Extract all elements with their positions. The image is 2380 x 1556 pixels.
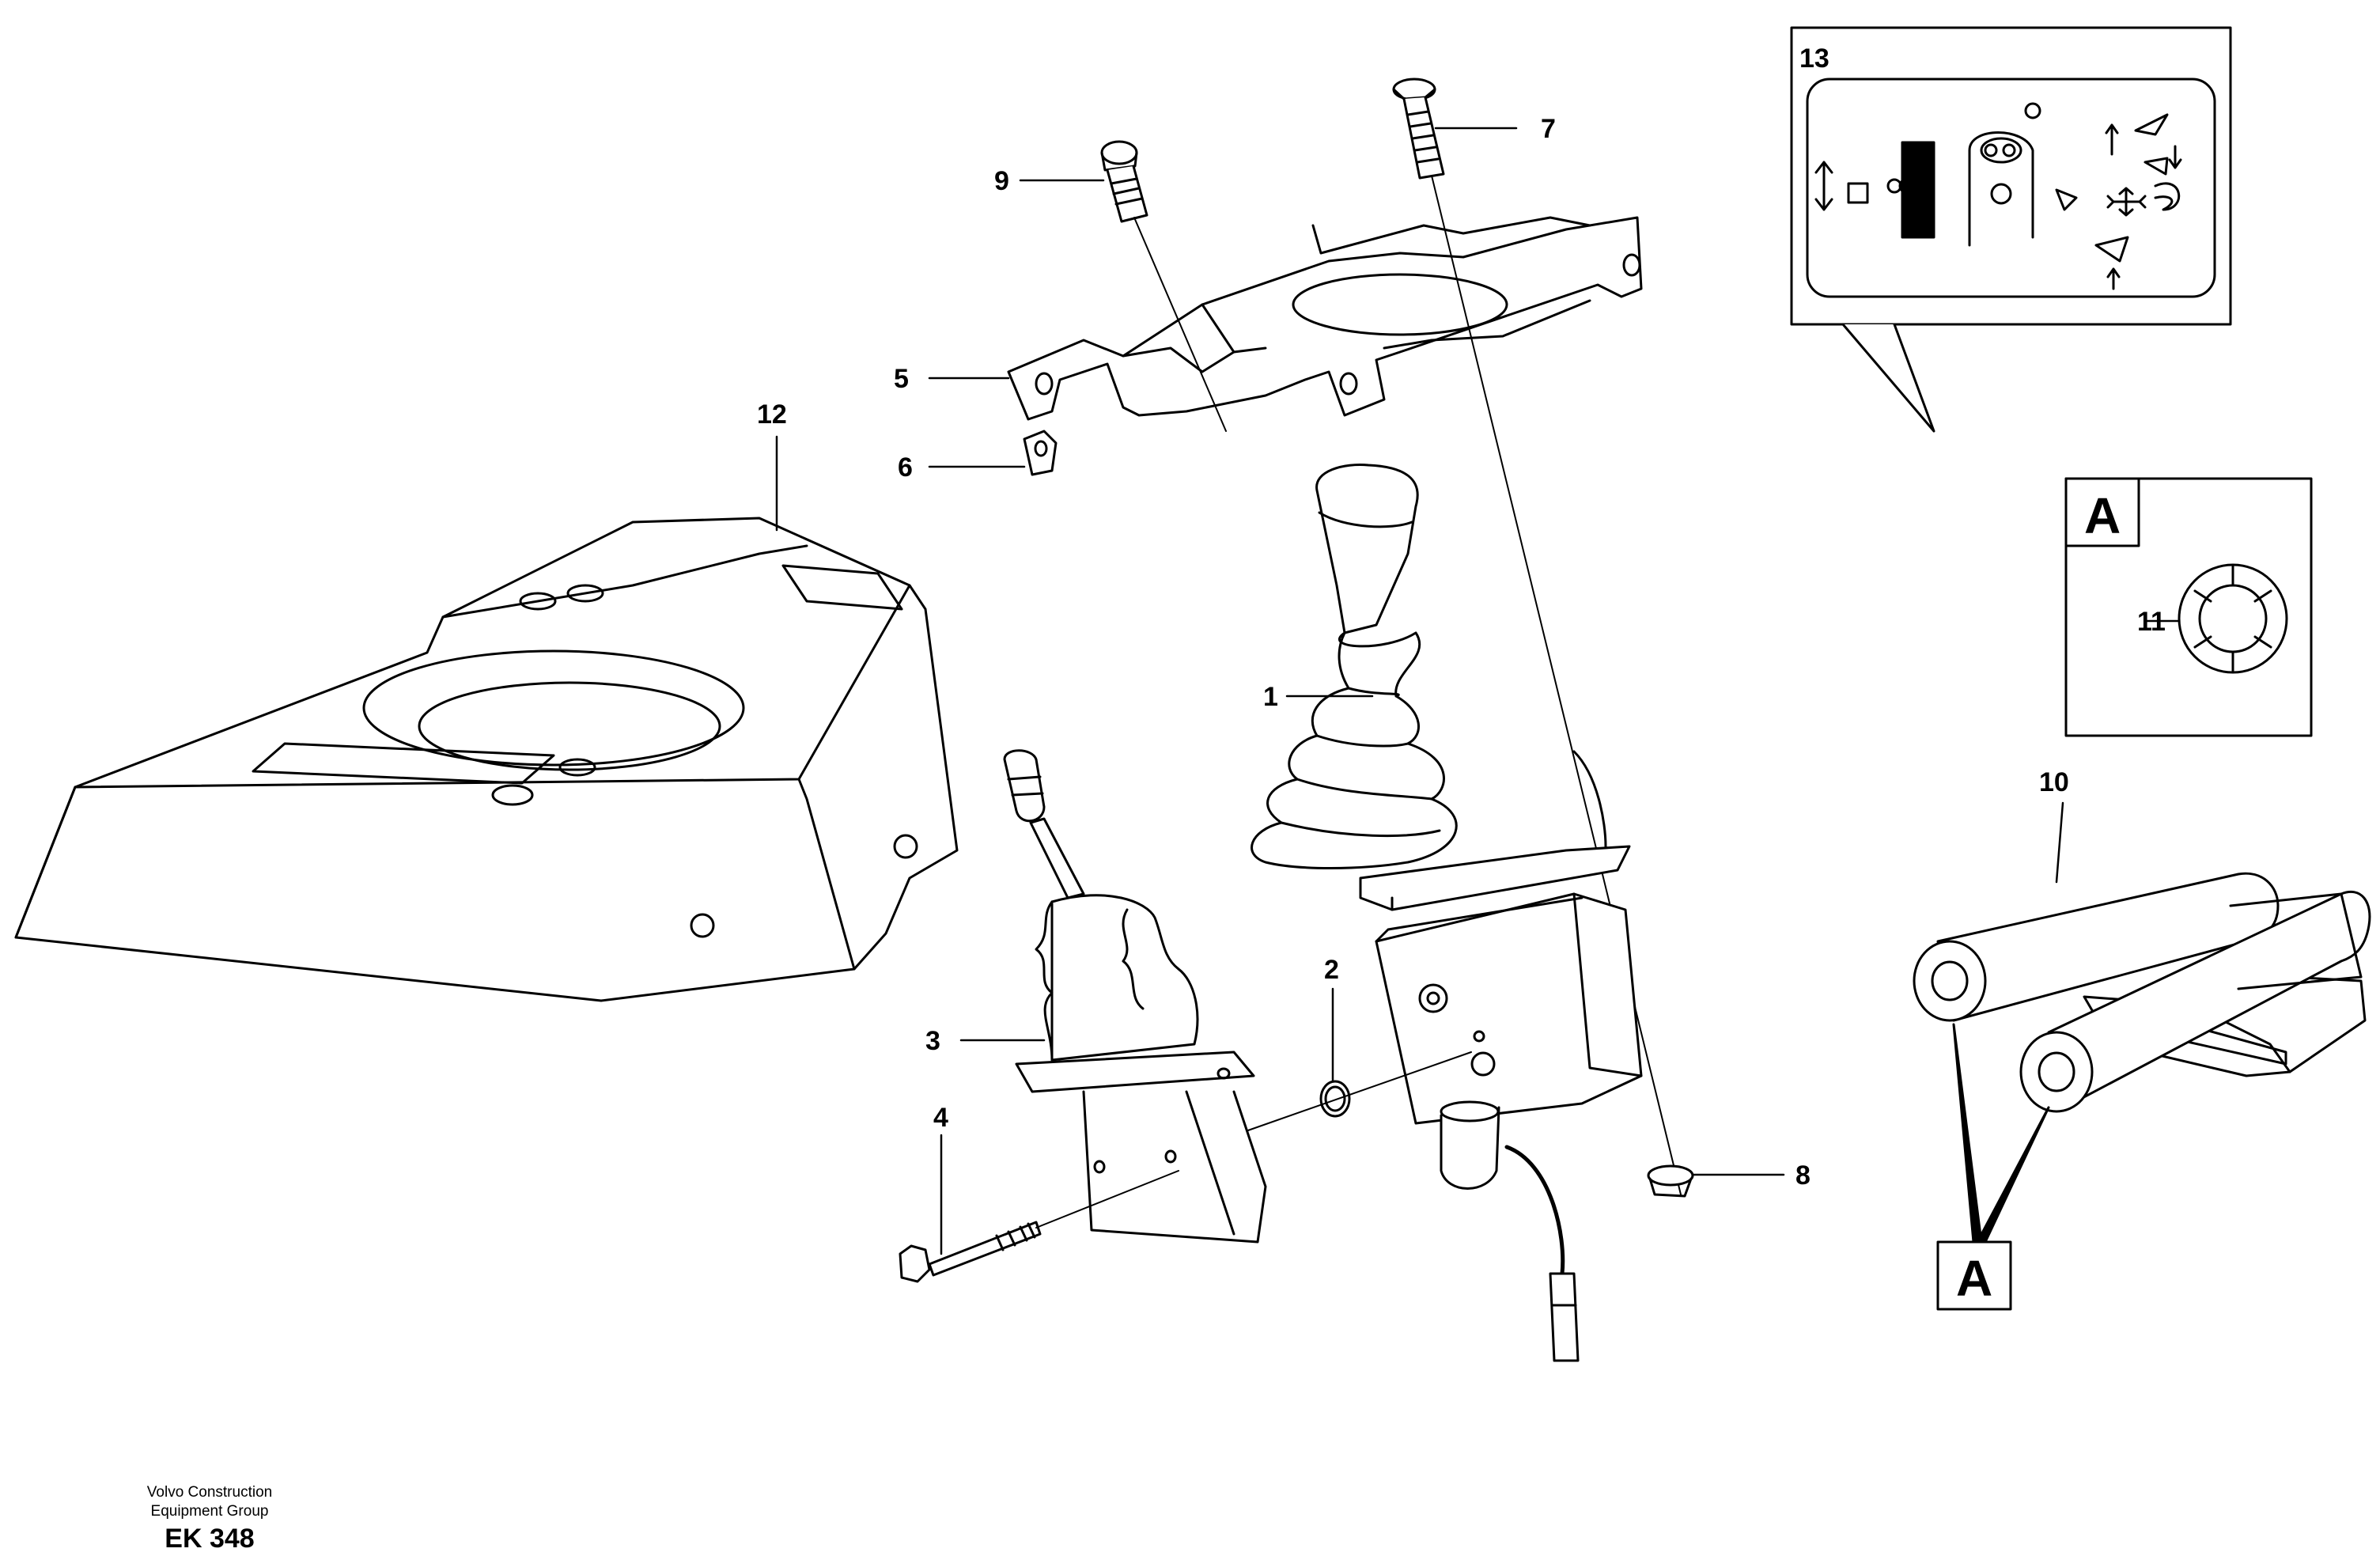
callout-5: 5: [894, 364, 909, 394]
detail-a-box: [2064, 477, 2313, 737]
callout-13: 13: [1799, 44, 1829, 74]
callout-8: 8: [1795, 1160, 1811, 1191]
detail-a-label: A: [2084, 487, 2121, 544]
rollers: [1913, 872, 2371, 1113]
small-joystick: [1003, 749, 1267, 1244]
mounting-bracket: [1007, 216, 1643, 421]
console-cover: [14, 517, 959, 1002]
callout-10: 10: [2039, 767, 2069, 797]
callout-7: 7: [1541, 114, 1556, 144]
detail-a-marker-box: [1936, 1023, 2050, 1311]
footer-org-line2: Equipment Group: [150, 1503, 269, 1520]
footer-org-line1: Volvo Construction: [146, 1484, 273, 1501]
clip-nut: [1023, 430, 1058, 476]
leader-lines: [775, 127, 2181, 1255]
callout-4: 4: [933, 1103, 948, 1133]
callout-3: 3: [925, 1026, 940, 1056]
footer: Volvo Construction Equipment Group EK 34…: [103, 1483, 316, 1556]
callout-12: 12: [757, 399, 787, 430]
callout-9: 9: [994, 166, 1009, 196]
main-joystick: [1251, 463, 1643, 1362]
callout-11: 11: [2137, 607, 2166, 637]
callout-6: 6: [898, 452, 913, 483]
decal-panel: [1790, 26, 2232, 433]
o-ring: [1319, 1080, 1351, 1118]
flange-nut: [1647, 1164, 1694, 1198]
long-bolt: [899, 1170, 1179, 1283]
footer-drawing-code: EK 348: [165, 1524, 255, 1554]
lock-washer: [2178, 563, 2288, 674]
screw-7: [1392, 78, 1682, 1195]
detail-a-marker-label: A: [1956, 1250, 1992, 1307]
screw-9: [1100, 140, 1227, 432]
callout-2: 2: [1324, 955, 1339, 985]
assembly-line-2: [1245, 1051, 1472, 1132]
callout-1: 1: [1263, 682, 1278, 712]
